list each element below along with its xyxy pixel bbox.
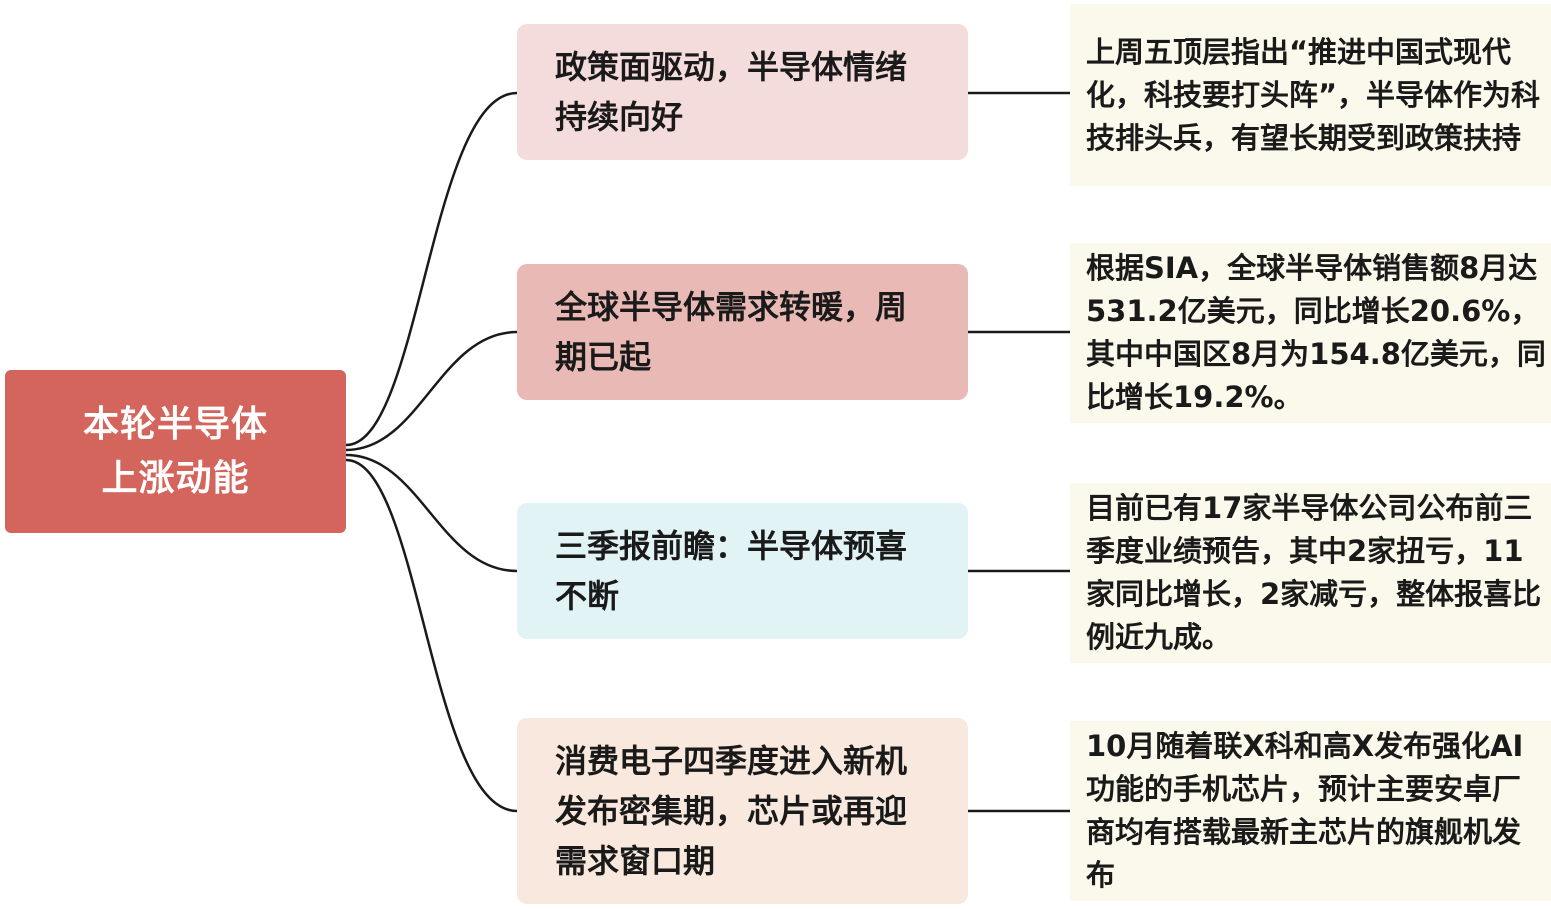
detail-box-global-demand: 根据SIA，全球半导体销售额8月达531.2亿美元，同比增长20.6%，其中中国… bbox=[1070, 243, 1551, 423]
branch-label: 政策面驱动，半导体情绪持续向好 bbox=[555, 48, 908, 136]
root-node-label: 本轮半导体上涨动能 bbox=[82, 403, 268, 499]
branch-node-consumer-electronics: 消费电子四季度进入新机发布密集期，芯片或再迎需求窗口期 bbox=[517, 718, 968, 904]
detail-text: 目前已有17家半导体公司公布前三季度业绩预告，其中2家扭亏，11家同比增长，2家… bbox=[1086, 491, 1542, 654]
branch-node-policy: 政策面驱动，半导体情绪持续向好 bbox=[517, 24, 968, 160]
branch-node-q3-preview: 三季报前瞻：半导体预喜不断 bbox=[517, 503, 968, 639]
connector-root-to-branch-1 bbox=[345, 91, 518, 447]
connector-root-to-branch-4 bbox=[345, 458, 518, 813]
connector-root-to-branch-3 bbox=[345, 453, 518, 573]
detail-text: 根据SIA，全球半导体销售额8月达531.2亿美元，同比增长20.6%，其中中国… bbox=[1086, 251, 1546, 414]
detail-text: 10月随着联X科和高X发布强化AI功能的手机芯片，预计主要安卓厂商均有搭载最新主… bbox=[1086, 729, 1524, 892]
branch-label: 消费电子四季度进入新机发布密集期，芯片或再迎需求窗口期 bbox=[555, 742, 908, 880]
connector-root-to-branch-2 bbox=[345, 330, 518, 452]
detail-box-q3-preview: 目前已有17家半导体公司公布前三季度业绩预告，其中2家扭亏，11家同比增长，2家… bbox=[1070, 483, 1551, 663]
detail-text: 上周五顶层指出“推进中国式现代化，科技要打头阵”，半导体作为科技排头兵，有望长期… bbox=[1086, 34, 1541, 155]
branch-label: 全球半导体需求转暖，周期已起 bbox=[555, 288, 908, 376]
detail-box-consumer-electronics: 10月随着联X科和高X发布强化AI功能的手机芯片，预计主要安卓厂商均有搭载最新主… bbox=[1070, 721, 1551, 901]
detail-box-policy: 上周五顶层指出“推进中国式现代化，科技要打头阵”，半导体作为科技排头兵，有望长期… bbox=[1070, 4, 1551, 186]
root-node: 本轮半导体上涨动能 bbox=[5, 370, 346, 533]
branch-label: 三季报前瞻：半导体预喜不断 bbox=[555, 527, 908, 615]
branch-node-global-demand: 全球半导体需求转暖，周期已起 bbox=[517, 264, 968, 400]
